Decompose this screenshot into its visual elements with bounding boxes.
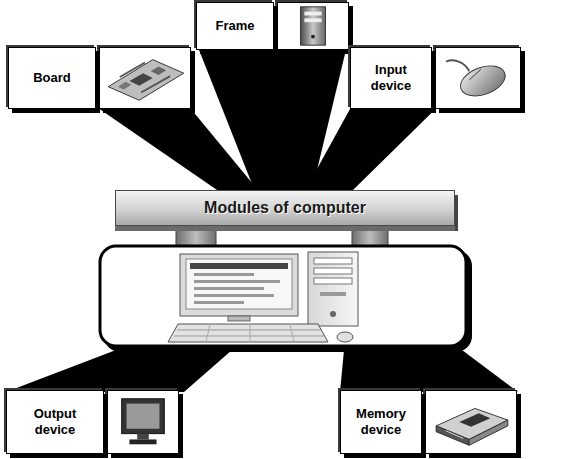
frame-card: Frame [196, 2, 349, 50]
picture-cell [435, 47, 521, 109]
module-bar: Modules of computer [115, 190, 455, 226]
label-cell: Frame [196, 2, 274, 50]
picture-cell [277, 2, 349, 50]
node-label: Modules of computer [204, 198, 366, 217]
board-picture [100, 48, 190, 108]
computer-illustration [168, 252, 358, 342]
label-cell: Board [8, 47, 96, 109]
output-card: Output device [6, 390, 179, 454]
node-label: Output device [19, 406, 91, 437]
node-label: Frame [215, 18, 254, 34]
node-label: Board [33, 70, 71, 86]
picture-cell [107, 390, 179, 454]
node-label: Input device [357, 62, 425, 93]
input-card: Input device [350, 47, 521, 109]
case-picture [278, 3, 348, 49]
drive-picture [426, 391, 516, 453]
funnel-connector [305, 109, 435, 190]
label-cell: Output device [6, 390, 104, 454]
computer-panel [100, 246, 472, 352]
picture-cell [99, 47, 191, 109]
label-cell: Input device [350, 47, 432, 109]
label-cell: Modules of computer [115, 190, 455, 226]
node-label: Memory device [347, 406, 415, 437]
funnel-connector [100, 109, 258, 190]
label-cell: Memory device [340, 390, 422, 454]
memory-card: Memory device [340, 390, 517, 454]
mouse-picture [436, 48, 520, 108]
picture-cell [425, 390, 517, 454]
output-wedges [6, 350, 518, 392]
board-card: Board [8, 47, 191, 109]
monitor-picture [108, 391, 178, 453]
